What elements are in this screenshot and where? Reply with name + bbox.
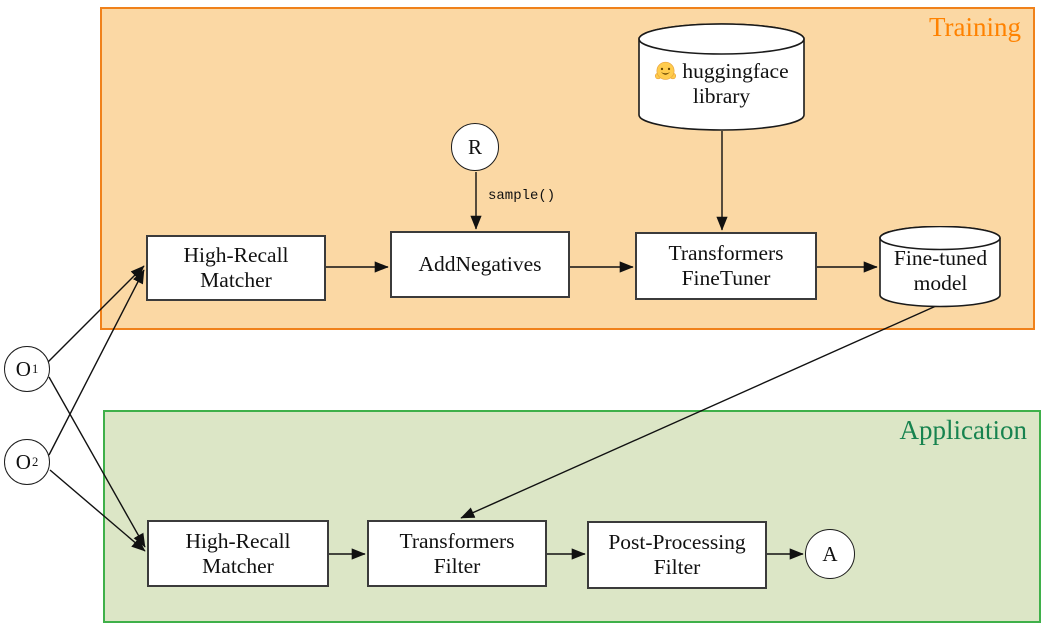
node-label: huggingface: [682, 59, 789, 84]
node-label: Post-Processing: [608, 530, 746, 555]
sample-edge-label: sample(): [488, 188, 556, 204]
node-label: Filter: [433, 553, 481, 578]
node-label: A: [822, 541, 838, 566]
cylinder-shape: [638, 23, 805, 131]
high-recall-matcher-application-box: High-Recall Matcher: [147, 520, 329, 587]
fine-tuned-model-cylinder: Fine-tuned model: [879, 226, 1002, 308]
node-label: Fine-tuned: [893, 245, 988, 270]
node-label: R: [467, 134, 482, 159]
node-label: FineTuner: [681, 266, 771, 290]
transformers-filter-box: Transformers Filter: [367, 520, 547, 587]
training-group-label: Training: [928, 12, 1021, 42]
node-label: Matcher: [200, 268, 272, 292]
node-label: library: [692, 84, 751, 108]
add-negatives-box: AddNegatives: [390, 231, 570, 298]
node-label: O: [15, 356, 31, 381]
post-processing-filter-box: Post-Processing Filter: [587, 521, 767, 589]
a-node: A: [805, 529, 855, 579]
transformers-finetuner-box: Transformers FineTuner: [635, 232, 817, 300]
arrow-o2-to-training-matcher: [48, 269, 145, 456]
node-label: Matcher: [202, 553, 274, 578]
arrow-o2-to-application-matcher: [49, 469, 146, 552]
r-node: R: [451, 123, 499, 171]
cylinder-shape: [879, 226, 1001, 308]
huggingface-library-cylinder: huggingface library: [638, 23, 805, 131]
application-group-label: Application: [899, 415, 1027, 445]
node-label: Transformers: [399, 528, 515, 553]
arrow-o1-to-application-matcher: [48, 376, 146, 548]
node-label: Filter: [653, 555, 701, 579]
hugging-face-icon: [655, 61, 677, 80]
arrow-o1-to-training-matcher: [47, 265, 145, 363]
node-label: AddNegatives: [418, 252, 542, 277]
node-label: Transformers: [668, 241, 784, 266]
application-group: Application: [103, 410, 1041, 623]
node-label: High-Recall: [183, 243, 289, 268]
node-label: High-Recall: [185, 528, 291, 553]
arrow-model-to-transformers-filter: [460, 305, 937, 519]
high-recall-matcher-training-box: High-Recall Matcher: [146, 235, 326, 301]
node-label: model: [913, 270, 968, 295]
node-label: O: [15, 449, 31, 474]
